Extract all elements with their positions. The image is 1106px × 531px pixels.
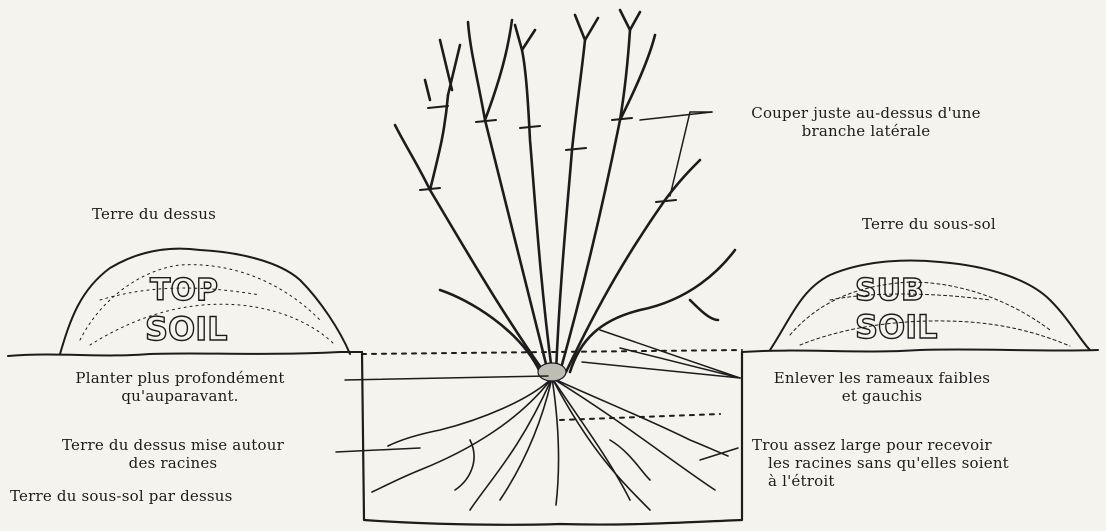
topsoil-around-line1: Terre du dessus mise autour (8, 436, 338, 454)
hole-wide-label: Trou assez large pour recevoir les racin… (752, 436, 1009, 490)
remove-weak-line2: et gauchis (742, 387, 1022, 405)
pile-topsoil-word2: SOIL (145, 310, 228, 348)
topsoil-pile: TOP SUB SOIL (60, 249, 350, 354)
pile-subsoil-word2: SOIL (855, 308, 938, 346)
hole-line1: Trou assez large pour recevoir (752, 436, 1009, 454)
cut-above-branch-label: Couper juste au-dessus d'une branche lat… (716, 104, 1016, 140)
subsoil-title: Terre du sous-sol (862, 215, 996, 233)
plant-deeper-line2: qu'auparavant. (10, 387, 350, 405)
subsoil-pile: SUB SOIL (770, 261, 1090, 350)
remove-weak-branches-label: Enlever les rameaux faibles et gauchis (742, 369, 1022, 405)
root-system (372, 363, 728, 510)
subsoil-over-label: Terre du sous-sol par dessus (10, 487, 233, 505)
topsoil-around-roots-label: Terre du dessus mise autour des racines (8, 436, 338, 472)
hole-line3: à l'étroit (752, 472, 1009, 490)
remove-weak-line1: Enlever les rameaux faibles (742, 369, 1022, 387)
cut-label-line2: branche latérale (716, 122, 1016, 140)
pile-sub-word: SUB (855, 273, 924, 308)
topsoil-around-line2: des racines (8, 454, 338, 472)
pile-top-word: TOP (150, 273, 218, 308)
cut-marks (420, 106, 676, 202)
shrub-branches (395, 10, 735, 372)
plant-deeper-label: Planter plus profondément qu'auparavant. (10, 369, 350, 405)
hole-line2: les racines sans qu'elles soient (752, 454, 1009, 472)
topsoil-title: Terre du dessus (92, 205, 216, 223)
plant-deeper-line1: Planter plus profondément (10, 369, 350, 387)
cut-label-line1: Couper juste au-dessus d'une (716, 104, 1016, 122)
ground-line (8, 349, 1098, 356)
